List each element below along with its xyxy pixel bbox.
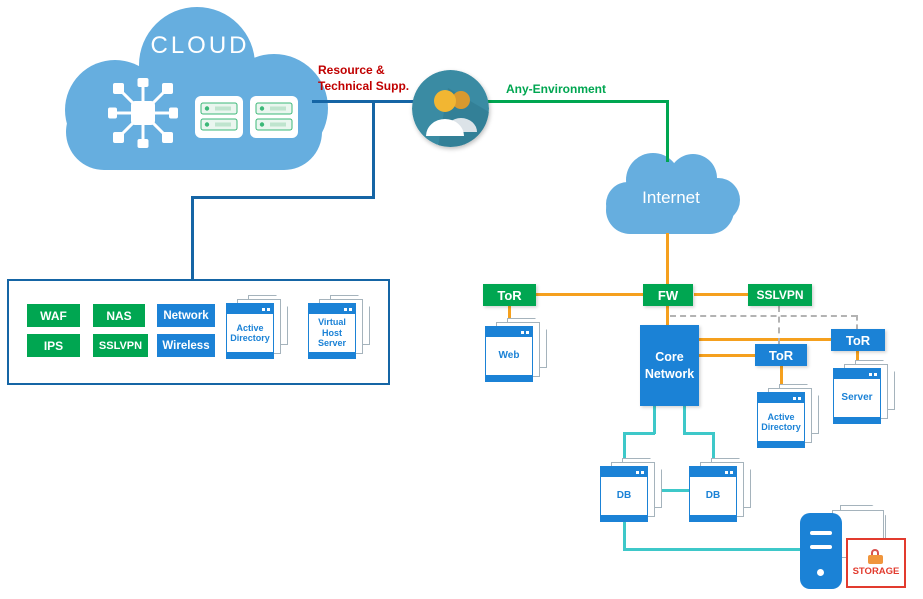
- lock-icon: [868, 549, 884, 564]
- connector-support-to-internet: [480, 100, 668, 103]
- storage-label: STORAGE: [852, 566, 900, 577]
- active-directory-icon: Active Directory: [757, 384, 825, 450]
- server-label: Active Directory: [761, 411, 801, 432]
- server-page-footer: [834, 417, 880, 423]
- storage-tower-icon: [800, 513, 842, 589]
- service-sslvpn: SSLVPN: [93, 334, 148, 357]
- cloud-server-icon: [250, 96, 298, 138]
- cloud-shape: [65, 7, 328, 170]
- server-page-header: [690, 467, 736, 477]
- connector-tor-to-fw: [536, 293, 644, 296]
- server-page: DB: [689, 466, 737, 522]
- connector-core-to-tor-right: [699, 338, 832, 341]
- support-label-line1: Resource &: [318, 63, 385, 77]
- service-network: Network: [157, 304, 215, 327]
- server-page-header: [227, 304, 273, 314]
- storage-led: [817, 569, 824, 576]
- server-page: Web: [485, 326, 533, 382]
- services-panel: WAF NAS Network IPS SSLVPN Wireless Acti…: [7, 279, 390, 385]
- connector-fw-to-sslvpn: [694, 293, 749, 296]
- connector-db-to-storage: [623, 548, 808, 551]
- connector-down-db-left: [623, 432, 626, 468]
- node-fw: FW: [643, 284, 693, 306]
- connector-db-down: [623, 518, 626, 551]
- node-sslvpn: SSLVPN: [748, 284, 812, 306]
- cloud-title: CLOUD: [150, 32, 250, 59]
- service-nas: NAS: [93, 304, 145, 327]
- connector-fw-to-core: [666, 306, 669, 328]
- server-page: Virtual Host Server: [308, 303, 356, 359]
- service-ips: IPS: [27, 334, 80, 357]
- server-page-footer: [690, 515, 736, 521]
- internet-cloud-shape: [606, 153, 740, 234]
- server-page-footer: [309, 352, 355, 358]
- connector-db-to-db: [645, 489, 691, 492]
- node-tor-right: ToR: [831, 329, 885, 351]
- server-page: Active Directory: [757, 392, 805, 448]
- storage-icon: STORAGE: [798, 505, 910, 593]
- server-page-header: [601, 467, 647, 477]
- server-label: Active Directory: [230, 322, 270, 343]
- connector-down-db-right: [712, 432, 715, 468]
- active-directory-server-icon: Active Directory: [226, 295, 294, 361]
- connector-tor-to-ad: [780, 366, 783, 394]
- server-label: DB: [616, 490, 632, 502]
- connector-cloud-to-support: [312, 100, 416, 103]
- connector-internet-to-fw: [666, 233, 669, 286]
- dashed-to-tor-right: [856, 315, 858, 330]
- server-page-footer: [601, 515, 647, 521]
- connector-to-panel: [191, 196, 194, 281]
- node-tor-mid: ToR: [755, 344, 807, 366]
- server-label: DB: [705, 490, 721, 502]
- server-page-header: [309, 304, 355, 314]
- server-page: Server: [833, 368, 881, 424]
- support-team-icon: [412, 70, 489, 147]
- connector-vertical: [372, 100, 375, 199]
- service-waf: WAF: [27, 304, 80, 327]
- node-core-network: Core Network: [640, 325, 699, 406]
- environment-label: Any-Environment: [506, 82, 607, 96]
- connector-down-to-internet: [666, 100, 669, 162]
- web-server-icon: Web: [485, 318, 553, 384]
- server-page-header: [758, 393, 804, 403]
- storage-slot: [810, 545, 832, 549]
- internet-title: Internet: [642, 188, 700, 207]
- server-page: Active Directory: [226, 303, 274, 359]
- server-page-header: [834, 369, 880, 379]
- connector-core-db-left: [653, 404, 656, 434]
- support-label-line2: Technical Supp.: [318, 79, 410, 93]
- db-server-left-icon: DB: [600, 458, 668, 524]
- server-label: Web: [498, 350, 520, 362]
- db-server-right-icon: DB: [689, 458, 757, 524]
- storage-slot: [810, 531, 832, 535]
- server-page: DB: [600, 466, 648, 522]
- connector-core-to-tor-mid: [699, 354, 756, 357]
- connector-horizontal: [191, 196, 375, 199]
- dashed-sslvpn-down: [778, 306, 780, 344]
- cloud-server-icon: [195, 96, 243, 138]
- connector-elbow-right: [683, 432, 715, 435]
- dashed-horizontal: [670, 315, 857, 317]
- server-icon: Server: [833, 360, 901, 426]
- connector-core-db-right: [683, 404, 686, 434]
- server-page-footer: [227, 352, 273, 358]
- server-page-footer: [758, 441, 804, 447]
- storage-tag: STORAGE: [846, 538, 906, 588]
- connector-elbow-left: [623, 432, 655, 435]
- service-wireless: Wireless: [157, 334, 215, 357]
- node-tor-left: ToR: [483, 284, 536, 306]
- server-page-footer: [486, 375, 532, 381]
- server-page-header: [486, 327, 532, 337]
- network-hub-icon: [108, 78, 178, 148]
- server-label: Virtual Host Server: [317, 317, 347, 349]
- virtual-host-server-icon: Virtual Host Server: [308, 295, 376, 361]
- server-label: Server: [841, 392, 873, 404]
